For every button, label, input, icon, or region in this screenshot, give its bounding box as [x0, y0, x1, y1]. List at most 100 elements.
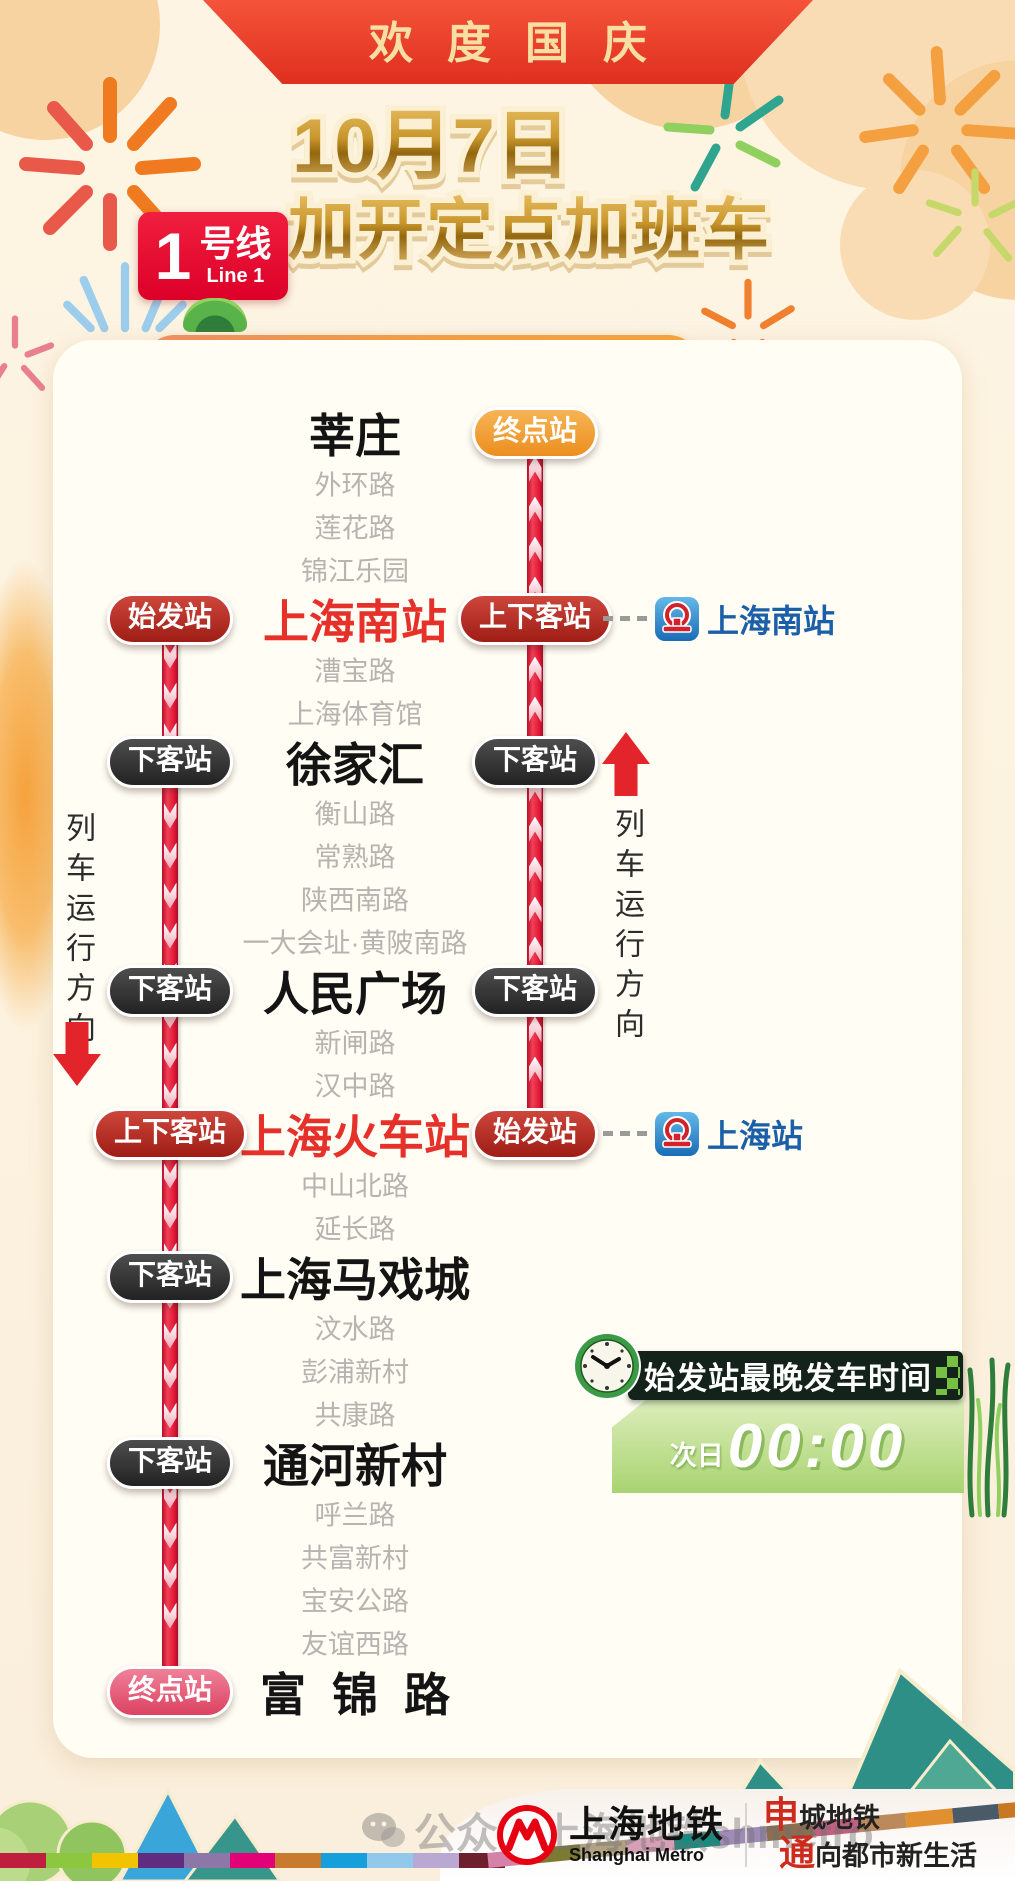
station-row: 汶水路	[53, 1305, 962, 1348]
chevron-up-icon	[528, 536, 542, 563]
stripe-segment	[321, 1853, 368, 1868]
clock-icon	[573, 1332, 641, 1400]
wechat-icon	[362, 1812, 405, 1847]
station-row: 上海体育馆	[53, 690, 962, 733]
station-name: 莘庄	[309, 409, 401, 462]
date-title: 10月7日 10月7日	[287, 99, 577, 195]
chevron-down-icon	[163, 642, 177, 669]
checker-decoration	[936, 1356, 960, 1395]
chevron-down-icon	[163, 1482, 177, 1509]
station-badge-left: 终点站	[106, 1665, 234, 1718]
stripe-segment	[367, 1853, 414, 1868]
chevron-down-icon	[163, 1322, 177, 1349]
station-name: 彭浦新村	[301, 1357, 409, 1387]
station-name: 莲花路	[314, 513, 396, 543]
station-badge-right: 下客站	[471, 964, 599, 1017]
firework-icon	[859, 46, 1015, 194]
line-number: 1	[154, 219, 192, 293]
station-name: 常熟路	[314, 842, 396, 872]
station-row: 一大会址·黄陂南路	[53, 919, 962, 962]
metro-lines-stripe	[0, 1853, 505, 1868]
chevron-up-icon	[528, 656, 542, 683]
chevron-up-icon	[528, 936, 542, 963]
chevron-down-icon	[163, 1042, 177, 1069]
dashed-connector	[603, 616, 647, 621]
chevron-down-icon	[163, 1362, 177, 1389]
station-name: 锦江乐园	[301, 556, 409, 586]
station-name: 衡山路	[314, 799, 396, 829]
station-row: 彭浦新村	[53, 1348, 962, 1391]
chevron-down-icon	[163, 1162, 177, 1189]
departure-time: 00:00	[727, 1411, 907, 1481]
station-name: 外环路	[314, 470, 396, 500]
wechat-watermark: 公众号上海地铁shmetro	[360, 1800, 874, 1861]
shanghai-metro-logo	[497, 1804, 557, 1865]
station-row: 下客站通河新村	[53, 1434, 962, 1492]
chevron-down-icon	[163, 682, 177, 709]
green-decoration	[183, 298, 247, 332]
diagram-card: 莘庄终点站外环路莲花路锦江乐园始发站上海南站上下客站上海南站漕宝路上海体育馆下客…	[53, 340, 962, 1758]
station-badge-left: 始发站	[106, 592, 234, 645]
firework-icon	[0, 315, 55, 391]
station-row: 终点站富锦路	[53, 1663, 962, 1721]
cloud-decoration	[840, 170, 990, 320]
station-row: 外环路	[53, 461, 962, 504]
station-row: 陕西南路	[53, 876, 962, 919]
station-row: 共康路	[53, 1391, 962, 1434]
chevron-down-icon	[163, 1562, 177, 1589]
station-row: 中山北路	[53, 1162, 962, 1205]
station-name: 共富新村	[301, 1543, 409, 1573]
station-row: 延长路	[53, 1205, 962, 1248]
station-row: 锦江乐园	[53, 547, 962, 590]
station-name: 一大会址·黄陂南路	[242, 928, 468, 958]
station-row: 莲花路	[53, 504, 962, 547]
station-name: 通河新村	[263, 1439, 447, 1492]
watermark-text: 公众号上海地铁shmetro	[414, 1810, 874, 1857]
chevron-up-icon	[528, 896, 542, 923]
chevron-up-icon	[528, 856, 542, 883]
direction-label-left: 列车运行方向	[61, 812, 94, 1052]
ribbon-title: 欢度国庆	[369, 19, 681, 68]
slogan-char-shen: 申	[763, 1795, 800, 1835]
chevron-up-icon	[528, 496, 542, 523]
chevron-up-icon	[528, 1056, 542, 1083]
station-badge-left: 下客站	[106, 735, 234, 788]
station-name: 陕西南路	[301, 885, 409, 915]
chevron-up-icon	[528, 456, 542, 483]
station-name: 人民广场	[263, 967, 447, 1020]
stripe-segment	[45, 1853, 92, 1868]
station-name: 共康路	[314, 1400, 396, 1430]
station-row: 宝安公路	[53, 1577, 962, 1620]
slogan-char-tong: 通	[779, 1832, 816, 1873]
station-badge-left: 下客站	[106, 1250, 234, 1303]
main-title: 加开定点加班车 加开定点加班车	[283, 188, 775, 274]
station-name: 宝安公路	[301, 1586, 409, 1616]
station-name: 富锦路	[260, 1668, 476, 1721]
station-badge-right: 终点站	[471, 406, 599, 459]
station-row: 新闸路	[53, 1019, 962, 1062]
firework-icon	[925, 168, 1015, 262]
dashed-connector	[603, 1131, 647, 1136]
chevron-down-icon	[163, 1082, 177, 1109]
station-row: 常熟路	[53, 833, 962, 876]
station-row: 漕宝路	[53, 647, 962, 690]
station-name: 汉中路	[314, 1071, 396, 1101]
station-name: 汶水路	[314, 1314, 396, 1344]
station-row: 衡山路	[53, 790, 962, 833]
station-row: 友谊西路	[53, 1620, 962, 1663]
station-row: 共富新村	[53, 1534, 962, 1577]
station-name: 友谊西路	[301, 1629, 409, 1659]
chevron-up-icon	[528, 696, 542, 723]
footer-slogan: 申城地铁 通向都市新生活	[763, 1795, 978, 1873]
station-name: 上海火车站	[240, 1110, 470, 1163]
china-railway-icon	[654, 1111, 700, 1157]
stripe-segment	[183, 1853, 230, 1868]
line-1-badge: 1 号线 Line 1	[138, 212, 288, 300]
grass-decoration	[967, 1357, 1011, 1518]
station-badge-right: 上下客站	[457, 592, 613, 645]
railway-station-label: 上海南站	[707, 602, 836, 639]
railway-station-label: 上海站	[707, 1117, 804, 1154]
station-badge-left: 上下客站	[92, 1107, 248, 1160]
footer-logos: 上海地铁 Shanghai Metro 申城地铁 通向都市新生活	[495, 1795, 978, 1873]
stripe-segment	[275, 1853, 322, 1868]
